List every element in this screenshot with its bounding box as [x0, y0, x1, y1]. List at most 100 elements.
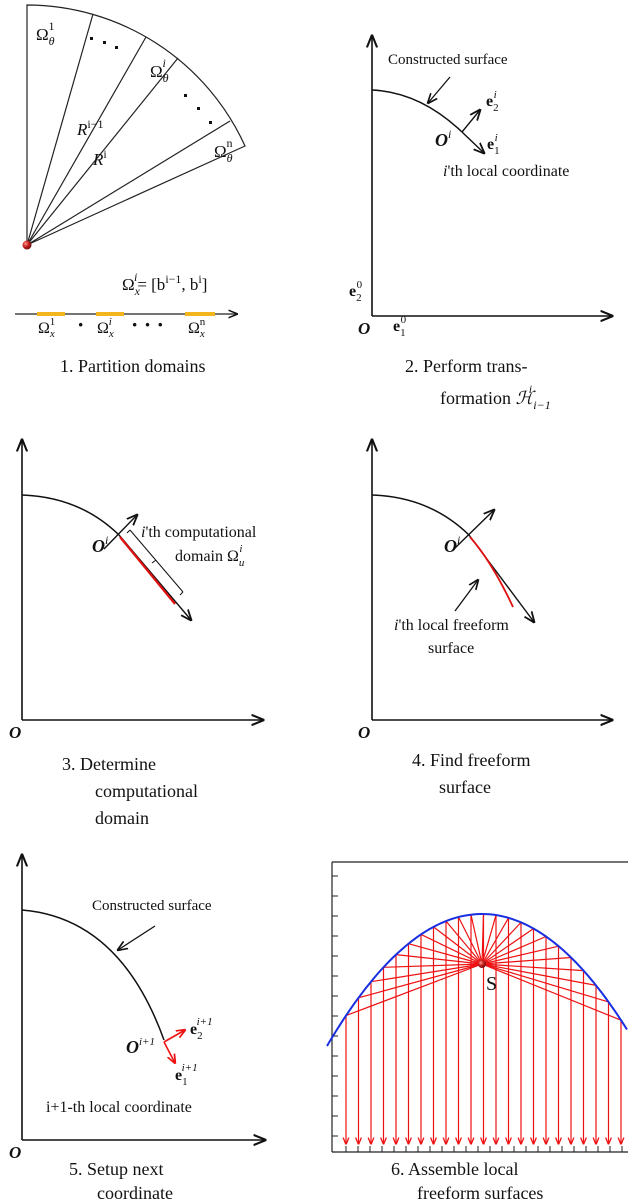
e-local-2-arrow [461, 110, 480, 133]
e-global-2-label: e20 [349, 279, 363, 304]
e-local-2-label: e2i [486, 89, 499, 114]
constructed-surface-curve [21, 494, 120, 536]
panel-partition-domains: Ωθ1 Ωθi Ωθn Ri−1 Ri Ωxi= [bi−1, bi] Ωx1 [15, 4, 246, 376]
sector-divider [26, 57, 179, 246]
line-dots: · · · [131, 312, 164, 337]
origin-point [22, 240, 32, 250]
panel-determine-computational-domain: Oi i'th computational domain Ωui O 3. De… [9, 440, 263, 828]
incident-ray [481, 921, 522, 965]
incident-ray [481, 914, 497, 965]
incident-ray [383, 963, 483, 968]
e-2-arrow [163, 1030, 185, 1043]
constructed-surface-label: Constructed surface [388, 52, 508, 68]
e-global-1-label: e10 [393, 314, 407, 339]
incident-ray [457, 916, 483, 965]
panel-3-caption-line-2: computational [95, 781, 198, 801]
local-origin-label: Oi [444, 533, 460, 556]
sector-divider [26, 36, 147, 246]
freeform-label-line-2: surface [428, 640, 474, 657]
source-point [478, 960, 486, 968]
panel-2-caption-line-2: formation ℋi−1i [440, 382, 551, 412]
computational-domain-segment [119, 536, 176, 605]
surface-pointer-arrow [118, 925, 156, 950]
omega-x-definition: Ωxi= [bi−1, bi] [122, 270, 207, 298]
incident-ray [481, 963, 622, 1021]
incident-ray [470, 914, 483, 965]
local-origin-label: Oi [435, 127, 451, 150]
incident-ray [420, 933, 483, 965]
local-axis-up [103, 515, 137, 550]
omega-theta-1-label: Ωθ1 [36, 19, 55, 48]
e-1-label: e1i+1 [175, 1062, 198, 1088]
e-2-label: e2i+1 [190, 1016, 213, 1042]
panel-6-caption-line-2: freeform surfaces [417, 1183, 543, 1203]
x-subdomain-1 [37, 312, 65, 316]
incident-ray [481, 928, 534, 965]
incident-ray [481, 935, 547, 965]
sector-outline [26, 4, 246, 246]
omega-x-n-label: Ωxn [188, 316, 206, 340]
source-label: S [486, 973, 497, 995]
sector-divider [26, 13, 94, 246]
incident-ray [395, 954, 483, 965]
computational-domain-label-line-2: domain Ωui [175, 543, 245, 569]
incident-ray [358, 963, 483, 999]
local-axis-up [453, 510, 494, 550]
incident-ray [481, 917, 510, 965]
reflected-rays [345, 913, 622, 1144]
domain-bracket [126, 529, 184, 596]
constructed-surface-label: Constructed surface [92, 898, 212, 914]
panel-5-caption-line-2: coordinate [97, 1183, 173, 1203]
omega-theta-i-label: Ωθi [150, 56, 169, 85]
panel-3-caption-line-3: domain [95, 808, 149, 828]
x-subdomain-n [185, 312, 215, 316]
incident-ray [481, 963, 609, 1003]
freeform-surface-curve [326, 913, 628, 1047]
R-i-label: Ri [92, 147, 107, 169]
e-local-1-arrow [461, 131, 484, 153]
incident-ray [433, 926, 483, 965]
surface-pointer-arrow [428, 76, 451, 103]
panel-1-caption: 1. Partition domains [60, 356, 206, 376]
panel-find-freeform-surface: Oi i'th local freeform surface O 4. Find… [358, 440, 612, 797]
ellipsis-dots-right [184, 94, 212, 124]
origin-label: O [9, 1143, 21, 1162]
e-1-arrow [163, 1041, 175, 1063]
e-local-1-label: e1i [487, 132, 500, 157]
local-coordinate-label: i'th local coordinate [443, 163, 569, 180]
panel-setup-next-coordinate: Constructed surface Oi+1 e2i+1 e1i+1 i+1… [9, 855, 265, 1203]
computational-domain-label-line-1: i'th computational [141, 524, 257, 541]
incident-ray [481, 945, 559, 965]
local-coordinate-label: i+1-th local coordinate [46, 1099, 192, 1116]
constructed-surface-curve [371, 89, 463, 133]
plot-ticks [332, 875, 623, 1152]
incident-ray [481, 963, 584, 972]
sector-divider [26, 120, 231, 246]
constructed-surface-curve [371, 494, 470, 536]
panel-2-caption-line-1: 2. Perform trans- [405, 356, 527, 376]
omega-theta-n-label: Ωθn [214, 136, 233, 165]
line-dot: · [77, 312, 84, 337]
constructed-surface-curve [21, 909, 165, 1041]
panel-3-caption-line-1: 3. Determine [62, 754, 156, 774]
incident-ray [345, 963, 483, 1017]
panel-assemble-surfaces: S 6. Assemble local freeform surfaces [326, 861, 628, 1203]
omega-x-1-label: Ωx1 [38, 316, 55, 340]
freeform-pointer-arrow [454, 580, 478, 612]
panel-4-caption-line-1: 4. Find freeform [412, 750, 530, 770]
panel-4-caption-line-2: surface [439, 777, 491, 797]
x-subdomain-i [96, 312, 124, 316]
origin-label: O [358, 723, 370, 742]
local-origin-label: Oi+1 [126, 1036, 155, 1057]
ellipsis-dots-top [90, 37, 118, 49]
incident-ray [481, 963, 597, 986]
panel-5-caption-line-1: 5. Setup next [69, 1159, 164, 1179]
incident-ray [370, 963, 483, 983]
panel-6-caption-line-1: 6. Assemble local [391, 1159, 518, 1179]
freeform-label-line-1: i'th local freeform [394, 617, 509, 634]
local-freeform-surface [469, 536, 514, 608]
omega-x-i-label: Ωxi [97, 316, 114, 340]
R-prev-label: Ri−1 [76, 117, 104, 139]
incident-ray [445, 920, 483, 965]
